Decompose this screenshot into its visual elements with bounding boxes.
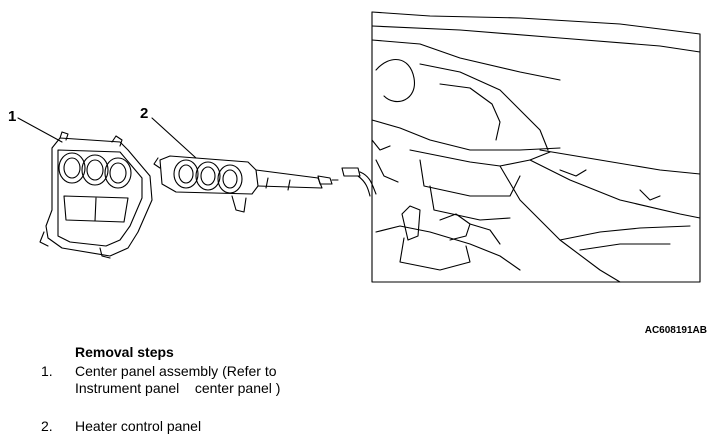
step-number: 2. bbox=[41, 418, 53, 434]
figure-id: AC608191AB bbox=[644, 325, 707, 336]
callout-2: 2 bbox=[140, 105, 149, 122]
heater-control-panel bbox=[153, 155, 323, 213]
vehicle-dashboard-view bbox=[371, 11, 701, 283]
step-number: 1. bbox=[41, 363, 53, 379]
step-text-line1: Center panel assembly (Refer to bbox=[75, 363, 277, 379]
removal-steps-title: Removal steps bbox=[75, 344, 174, 360]
step-text-line2: Instrument panel center panel ) bbox=[75, 380, 281, 396]
parts-diagram bbox=[17, 11, 701, 283]
leader-line-1 bbox=[17, 117, 63, 143]
callout-1: 1 bbox=[8, 108, 17, 125]
connector bbox=[341, 167, 377, 197]
center-panel-assembly bbox=[39, 131, 153, 259]
screw bbox=[317, 175, 339, 185]
leader-line-2 bbox=[151, 117, 197, 159]
step-text-line1: Heater control panel bbox=[75, 418, 202, 434]
